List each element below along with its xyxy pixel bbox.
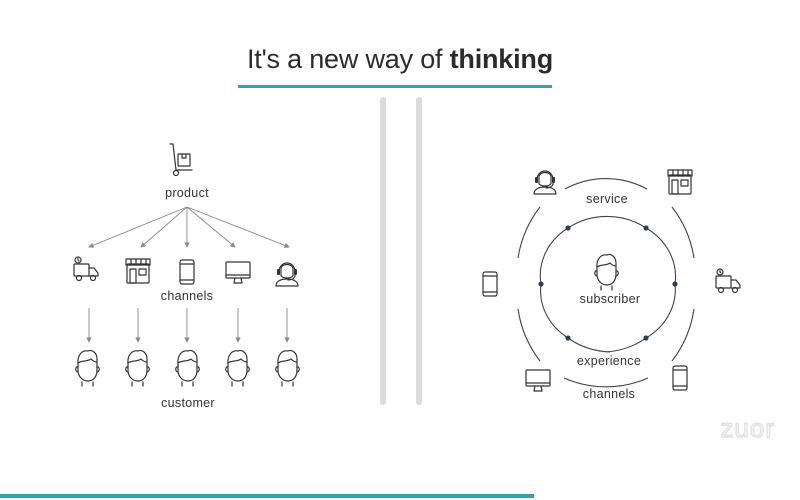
outer-arc-upper-left (517, 206, 541, 259)
service-label: service (586, 192, 628, 206)
inner-arc-bottom-left (567, 337, 611, 353)
subscriber-label: subscriber (580, 292, 641, 306)
person-head-icon (175, 349, 200, 387)
ring-node (565, 225, 571, 231)
arrow-product-headset (186, 206, 290, 248)
inner-arc-upper-right (645, 227, 677, 285)
delivery-truck-icon (73, 256, 99, 282)
progress-bar (0, 494, 534, 498)
title-underline (238, 85, 552, 88)
inner-ring (538, 215, 678, 353)
ring-node (565, 335, 571, 341)
outer-arc-bottom (563, 377, 649, 388)
arrow-product-truck (88, 206, 188, 248)
smartphone-icon (482, 271, 498, 297)
support-headset-icon (533, 170, 557, 195)
outer-ring (517, 178, 695, 388)
left-divider (380, 97, 386, 405)
ring-node (538, 281, 544, 287)
person-head-icon (225, 349, 250, 387)
inner-arc-top (567, 215, 647, 229)
inner-arc-lower-left (540, 283, 569, 339)
storefront-icon (125, 258, 151, 284)
smartphone-icon (672, 365, 688, 391)
desktop-monitor-icon (225, 261, 251, 284)
arrow-product-monitor (186, 206, 236, 248)
person-head-icon (275, 349, 300, 387)
storefront-icon (667, 169, 693, 195)
person-head-icon (125, 349, 150, 387)
outer-arc-upper-right (671, 206, 695, 259)
experience-label: experience (577, 354, 641, 368)
customer-label: customer (161, 396, 215, 410)
outer-arc-top (564, 178, 648, 190)
outer-arc-lower-left (517, 308, 541, 362)
ring-node (643, 225, 649, 231)
arrow-product-store (140, 206, 188, 248)
desktop-monitor-icon (525, 369, 551, 392)
outer-arc-lower-right (671, 308, 695, 362)
support-headset-icon (275, 262, 299, 287)
smartphone-icon (179, 259, 195, 285)
channels-label-left: channels (161, 289, 213, 303)
title-prefix: It's a new way of (246, 44, 450, 74)
hand-truck-box-icon (169, 143, 193, 177)
inner-arc-bottom-right (605, 337, 647, 353)
product-to-channels-arrows (88, 206, 290, 248)
person-head-icon (75, 349, 100, 387)
inner-arc-upper-left (539, 227, 569, 285)
ring-node (643, 335, 649, 341)
inner-arc-lower-right (645, 283, 676, 339)
right-divider (416, 97, 422, 405)
watermark-logo: zuor (720, 413, 775, 443)
product-label: product (165, 186, 209, 200)
ring-node (672, 281, 678, 287)
subscriber-head-icon (594, 253, 619, 291)
channels-label-right: channels (583, 387, 635, 401)
page-title: It's a new way of thinking (0, 44, 800, 75)
title-emphasis: thinking (449, 44, 554, 74)
delivery-truck-icon (715, 268, 741, 294)
channels-to-customer-arrows (86, 308, 290, 343)
